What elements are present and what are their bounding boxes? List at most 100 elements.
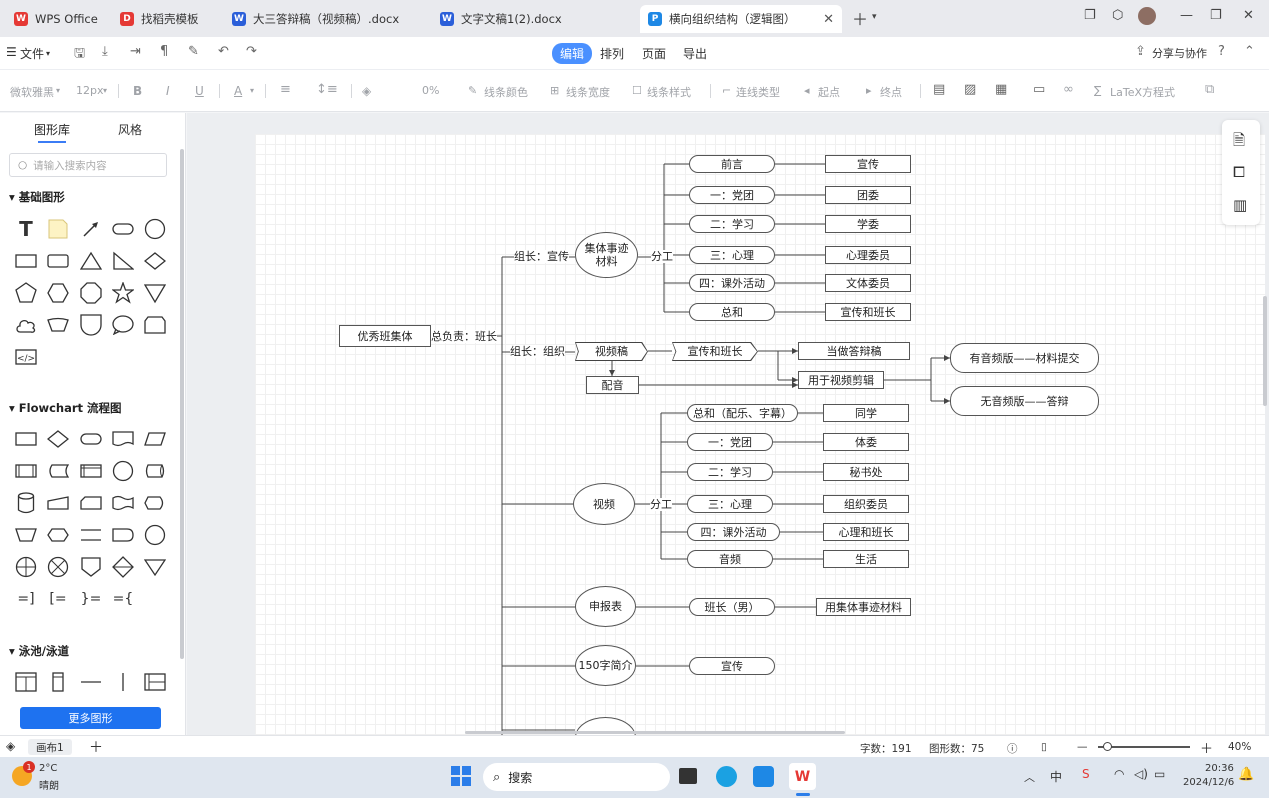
tab-docer-templates[interactable]: D 找稻壳模板 [112, 5, 218, 33]
connector-type-button[interactable]: 连线类型 [736, 86, 780, 99]
zoom-out-icon[interactable]: — [1077, 741, 1088, 753]
taskbar-search[interactable]: ⌕ 搜索 [483, 763, 670, 791]
arrow-start-icon[interactable]: ◂ [804, 84, 810, 97]
branch1-owner[interactable]: 文体委员 [825, 274, 911, 292]
help-circle-icon[interactable]: ⓘ [1007, 743, 1018, 755]
callout-shape-icon[interactable] [79, 313, 103, 337]
branch1-owner[interactable]: 学委 [825, 215, 911, 233]
restore-icon[interactable]: ❐ [1210, 8, 1222, 23]
branch3-node[interactable]: 视频 [573, 483, 635, 525]
pentagon-shape-icon[interactable] [14, 281, 38, 305]
branch5-node[interactable]: 150字简介 [575, 645, 636, 686]
fill-color-icon[interactable]: ◈ [362, 84, 372, 98]
tab-doc-video-script[interactable]: W 大三答辩稿（视频稿）.docx [224, 5, 424, 33]
sigma-icon[interactable]: ∑ [1094, 84, 1102, 97]
branch1-task[interactable]: 总和 [689, 303, 775, 321]
collapse-icon[interactable]: ⌃ [1244, 44, 1255, 59]
cloud-shape-icon[interactable] [14, 313, 38, 337]
punched-tape-icon[interactable] [111, 491, 135, 515]
wifi-icon[interactable]: ◠ [1114, 767, 1125, 781]
process-shape-icon[interactable] [14, 427, 38, 451]
search-input[interactable]: ○ 请输入搜索内容 [9, 153, 167, 177]
edge-browser-icon[interactable] [716, 766, 737, 787]
branch2-no-audio-version[interactable]: 无音频版——答辩 [950, 386, 1099, 416]
branch1-node[interactable]: 集体事迹 材料 [575, 232, 638, 278]
lane-vertical-icon[interactable] [46, 670, 70, 694]
manual-input-icon[interactable] [46, 491, 70, 515]
font-size-select[interactable]: 12px [76, 84, 104, 97]
summing-junction-icon[interactable] [14, 555, 38, 579]
table-icon[interactable]: ▦ [995, 82, 1008, 97]
battery-icon[interactable]: ▭ [1154, 767, 1166, 781]
cube-icon[interactable]: ⬡ [1112, 8, 1124, 23]
line-spacing-icon[interactable]: ↕≡ [316, 82, 338, 97]
line-color-icon[interactable]: ✎ [468, 84, 478, 97]
menu-edit[interactable]: 编辑 [552, 43, 593, 64]
triangle-shape-icon[interactable] [79, 249, 103, 273]
pool-horizontal-icon[interactable] [143, 670, 167, 694]
branch2-defense-script[interactable]: 当做答辩稿 [798, 342, 910, 360]
format-painter-icon[interactable]: ¶ [160, 44, 169, 59]
opacity-value[interactable]: 0% [422, 84, 440, 97]
branch3-task[interactable]: 二：学习 [687, 463, 773, 481]
share-icon[interactable]: ⇪ [1135, 44, 1146, 59]
text-shape-icon[interactable]: T [19, 217, 33, 241]
chevron-down-icon[interactable]: ▾ [872, 12, 877, 22]
tab-org-chart[interactable]: P 横向组织结构（逻辑图） ✕ [640, 5, 842, 33]
rectangle-shape-icon[interactable] [14, 249, 38, 273]
font-select[interactable]: 微软雅黑 [10, 86, 54, 99]
more-shapes-button[interactable]: 更多图形 [20, 707, 161, 729]
arrow-shape-icon[interactable] [79, 217, 103, 241]
direct-data-icon[interactable] [143, 459, 167, 483]
redo-icon[interactable]: ↷ [246, 44, 257, 59]
branch4-owner[interactable]: 班长（男） [689, 598, 775, 616]
export-icon[interactable]: ⇥ [130, 44, 141, 59]
notification-bell-icon[interactable]: 🔔 [1238, 767, 1255, 782]
text-color-button[interactable]: A [234, 84, 243, 98]
internal-storage-icon[interactable] [79, 459, 103, 483]
database-icon[interactable] [14, 491, 38, 515]
tab-style[interactable]: 风格 [118, 123, 143, 137]
code-shape-icon[interactable]: </> [14, 345, 38, 369]
manual-operation-icon[interactable] [14, 523, 38, 547]
chevron-down-icon[interactable]: ▾ [56, 86, 61, 95]
branch3-owner[interactable]: 组织委员 [823, 495, 909, 513]
add-page-icon[interactable]: ＋ [89, 740, 103, 756]
chevron-down-icon[interactable]: ▾ [103, 86, 108, 95]
branch1-owner[interactable]: 心理委员 [825, 246, 911, 264]
diamond-shape-icon[interactable] [143, 249, 167, 273]
italic-button[interactable]: I [166, 84, 170, 98]
canvas-horizontal-scrollbar[interactable] [465, 731, 845, 734]
zoom-level[interactable]: 40% [1228, 741, 1252, 753]
line-style-icon[interactable]: ☐ [632, 84, 642, 97]
branch2-audio-version[interactable]: 有音频版——材料提交 [950, 343, 1099, 373]
crop-icon[interactable]: ⧉ [1205, 82, 1215, 97]
diagram-page[interactable]: 优秀班集体 总负责：班长 组长：宣传 集体事迹 材料 分工 前言 宣传 一：党团… [255, 134, 1265, 735]
chevron-up-icon[interactable]: ︿ [1024, 771, 1035, 784]
branch3-owner[interactable]: 体委 [823, 433, 909, 451]
page-tab[interactable]: 画布1 [28, 739, 72, 755]
arrow-end-icon[interactable]: ▸ [866, 84, 872, 97]
align-icon[interactable]: ≡ [280, 82, 291, 97]
branch4-material[interactable]: 用集体事迹材料 [816, 598, 911, 616]
off-page-icon[interactable] [79, 555, 103, 579]
share-button[interactable]: 分享与协作 [1152, 47, 1207, 60]
tab-wps-office[interactable]: W WPS Office [6, 5, 106, 33]
branch2-voiceover[interactable]: 配音 [586, 376, 639, 394]
file-menu[interactable]: 文件 [20, 47, 45, 61]
branch3-task[interactable]: 音频 [687, 550, 773, 568]
branch1-task[interactable]: 二：学习 [689, 215, 775, 233]
display-icon[interactable] [143, 491, 167, 515]
preparation-icon[interactable] [46, 523, 70, 547]
canvas-vertical-scrollbar[interactable] [1263, 296, 1267, 406]
predefined-process-icon[interactable] [14, 459, 38, 483]
chart-icon[interactable]: ▥ [1233, 196, 1248, 214]
pool-vertical-icon[interactable] [14, 670, 38, 694]
shield-shape-icon[interactable] [143, 281, 167, 305]
zoom-slider[interactable] [1098, 746, 1190, 748]
end-point-button[interactable]: 终点 [880, 86, 902, 99]
branch3-owner[interactable]: 秘书处 [823, 463, 909, 481]
circle-flow-icon[interactable] [143, 523, 167, 547]
parallel-mode-icon[interactable] [79, 523, 103, 547]
pen-icon[interactable]: ✎ [188, 44, 199, 59]
